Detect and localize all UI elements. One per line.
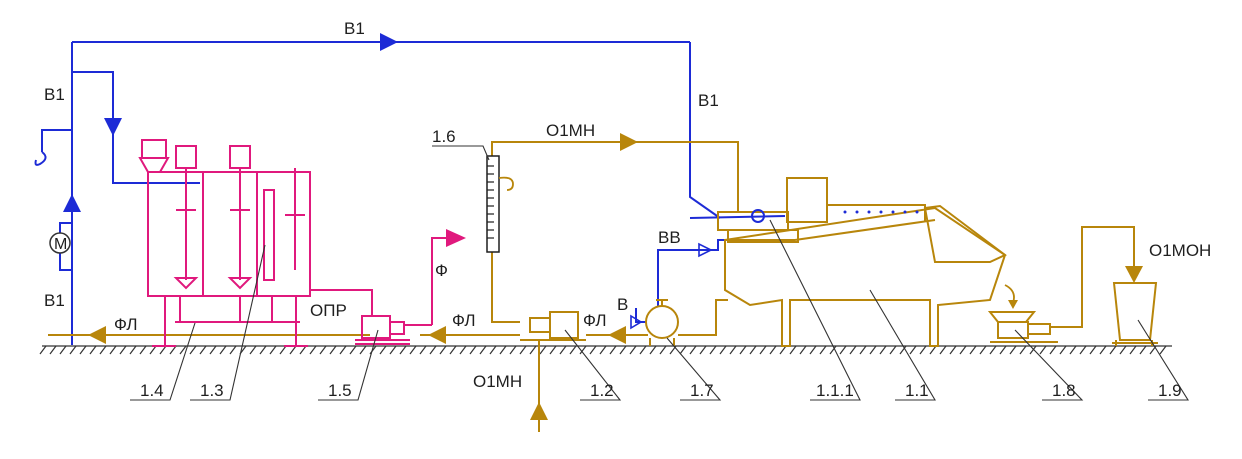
callout-leaders (130, 145, 1189, 401)
label-opr: ОПР (310, 301, 347, 320)
pump-1-5 (355, 315, 410, 345)
heat-exchanger-1-6 (486, 155, 500, 253)
label-fl-right: ФЛ (583, 311, 607, 330)
label-o1mn-top: О1МН (546, 121, 595, 140)
pump-1-2 (520, 311, 586, 341)
feeder-1-8 (987, 311, 1058, 343)
label-b1-bottom: В1 (44, 291, 65, 310)
flow-arrow (446, 229, 466, 247)
callout-1-4: 1.4 (140, 381, 164, 400)
callout-1-9: 1.9 (1158, 381, 1182, 400)
ground-hatch (39, 345, 1172, 355)
callout-1-3: 1.3 (200, 381, 224, 400)
label-bb: ВВ (658, 228, 681, 247)
label-b1-right: В1 (698, 91, 719, 110)
faucet-icon (34, 151, 47, 166)
label-b1-left: В1 (44, 85, 65, 104)
spray-nozzles (843, 210, 919, 214)
label-o1mon: О1МОН (1149, 241, 1211, 260)
label-b1-top: В1 (344, 19, 365, 38)
water-supply-lines (41, 41, 786, 345)
callout-1-8: 1.8 (1052, 381, 1076, 400)
callout-1-6: 1.6 (432, 127, 456, 146)
motor-icon (49, 232, 71, 254)
flow-arrow (63, 33, 713, 330)
callout-1-5: 1.5 (328, 381, 352, 400)
tank-unit (138, 139, 311, 347)
label-f: Ф (435, 261, 448, 280)
reagent-lines (310, 237, 446, 326)
callout-1-7: 1.7 (690, 381, 714, 400)
pump-1-7 (645, 299, 679, 346)
label-fl-mid: ФЛ (452, 311, 476, 330)
callout-1-1-1: 1.1.1 (816, 381, 854, 400)
motor-letter: М (54, 236, 67, 253)
container-1-9 (1112, 282, 1158, 346)
label-o1mn-bottom: О1МН (473, 372, 522, 391)
machine-1-1 (717, 177, 1007, 347)
flow-arrow (88, 133, 1143, 420)
label-b: В (617, 295, 628, 314)
label-fl-left: ФЛ (114, 315, 138, 334)
callout-1-2: 1.2 (590, 381, 614, 400)
labels: В1 В1 В1 В1 О1МН О1МН ВВ В Ф ФЛ ФЛ ФЛ ОП… (44, 19, 1211, 400)
callout-1-1: 1.1 (905, 381, 929, 400)
